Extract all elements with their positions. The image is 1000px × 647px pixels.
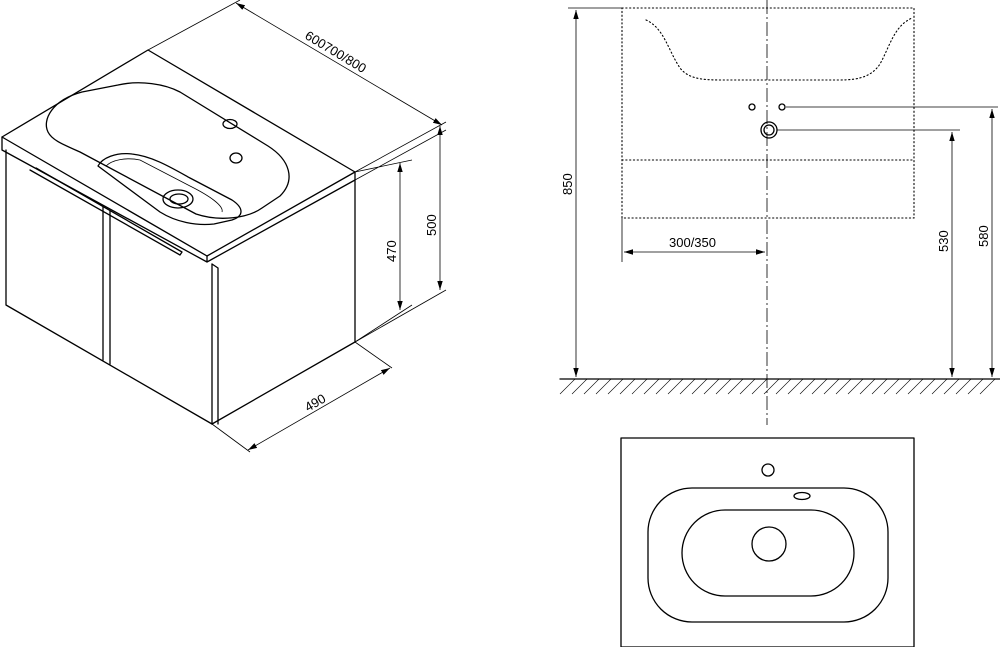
floor-hatch [559,378,996,395]
iso-height-body-label: 470 [384,240,399,262]
plan-basin-inner [681,509,855,597]
plan-drain [751,526,787,562]
plan-worktop [620,437,915,647]
iso-cabinet-side [211,179,356,425]
iso-handle-strip [29,167,183,256]
iso-door-split [102,206,111,365]
front-tap-height-label: 580 [976,225,991,247]
iso-depth-label: 490 [302,391,328,415]
front-cabinet-outline [621,7,915,219]
iso-overflow-hole [229,152,243,164]
iso-depth-dimline [247,367,391,451]
front-basin-profile [645,17,913,81]
iso-basin-rim [45,82,290,219]
iso-drain-inner [169,193,189,205]
iso-width-label: 600700/800 [302,28,369,76]
iso-width-dimline [235,2,443,126]
front-waste-height-label: 530 [936,230,951,252]
iso-worktop-top [1,49,356,257]
plan-basin-outer [647,487,889,623]
iso-tap-hole [222,118,238,130]
isometric-view: 600700/800 490 470 500 [1,0,447,453]
iso-drain [162,189,194,209]
iso-cabinet-side-edge [211,263,219,425]
front-hole-right [778,103,786,111]
plan-view [620,437,915,647]
front-total-height-label: 850 [560,173,575,195]
front-elevation: 850 300/350 530 580 [559,0,1000,425]
front-offset-label: 300/350 [669,235,716,250]
iso-worktop-front-edge [1,136,356,263]
plan-tap-hole [761,463,775,477]
iso-basin-bowl [97,152,242,226]
iso-height-total-label: 500 [424,214,439,236]
plan-overflow [793,491,811,501]
front-hole-left [748,103,756,111]
iso-basin-bowl-inner [105,158,223,213]
iso-cabinet-front [5,149,213,425]
